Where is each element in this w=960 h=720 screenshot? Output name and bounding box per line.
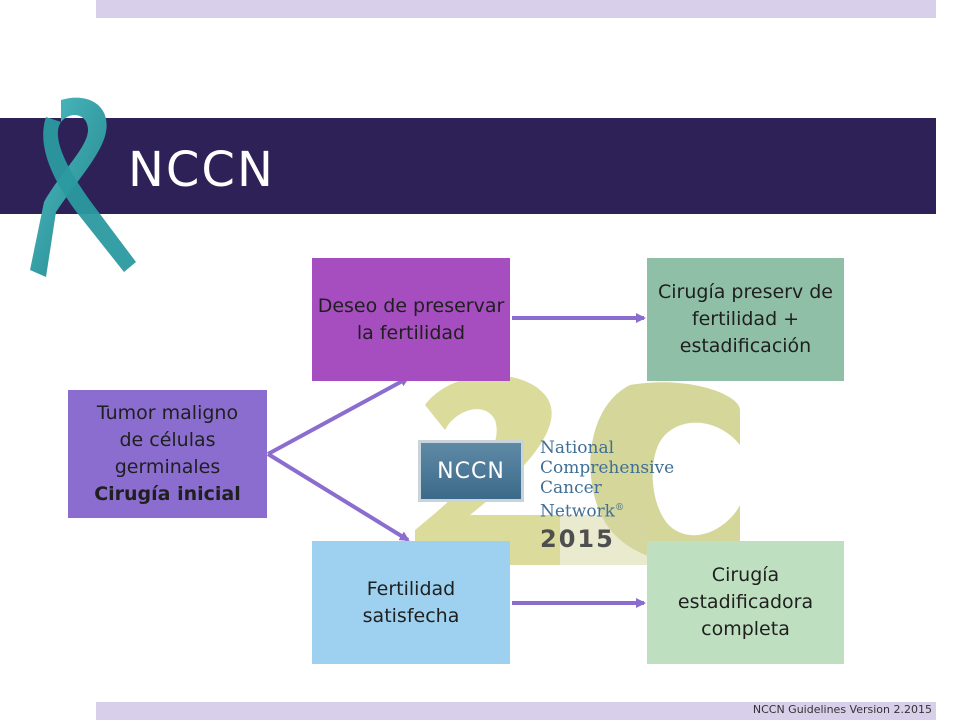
slide-title: NCCN	[128, 142, 275, 198]
nccn-logo-box: NCCN	[418, 440, 524, 502]
logo-text-line: Network®	[540, 498, 624, 522]
box-complete-staging-surgery: Cirugía estadificadora completa	[647, 541, 844, 664]
footer-text: NCCN Guidelines Version 2.2015	[752, 703, 932, 716]
box-fertility-preserving-surgery-text: Cirugía preserv de fertilidad + estadifi…	[658, 281, 833, 357]
box-fertility-preserving-surgery: Cirugía preserv de fertilidad + estadifi…	[647, 258, 844, 381]
box-fertility-desire-text: Deseo de preservar la fertilidad	[317, 294, 505, 344]
awareness-ribbon-icon	[30, 97, 136, 277]
box-germ-cell-tumor-line: de células	[119, 429, 216, 451]
top-accent-bar	[96, 0, 936, 18]
box-complete-staging-surgery-text: Cirugía estadificadora completa	[677, 564, 814, 640]
box-germ-cell-tumor: Tumor maligno de células germinales Ciru…	[68, 390, 267, 518]
logo-text-line: Comprehensive	[540, 458, 675, 478]
title-bar	[0, 118, 936, 214]
box-germ-cell-tumor-line: germinales	[114, 456, 221, 478]
box-fertility-desire: Deseo de preservar la fertilidad	[312, 258, 510, 381]
logo-text-network: Network	[540, 501, 615, 522]
box-fertility-satisfied-text: Fertilidad satisfecha	[362, 577, 460, 627]
box-germ-cell-tumor-line: Tumor maligno	[96, 402, 239, 424]
box-fertility-satisfied: Fertilidad satisfecha	[312, 541, 510, 664]
arrow-start-to-fertility	[266, 452, 410, 542]
logo-text-line: National	[540, 438, 615, 458]
logo-year: 2015	[540, 525, 615, 553]
logo-text-line: Cancer	[540, 478, 602, 498]
arrow-start-to-desire	[267, 376, 410, 456]
footer-accent-bar	[96, 702, 936, 720]
box-initial-surgery: Cirugía inicial	[94, 483, 241, 505]
registered-mark: ®	[614, 503, 624, 513]
